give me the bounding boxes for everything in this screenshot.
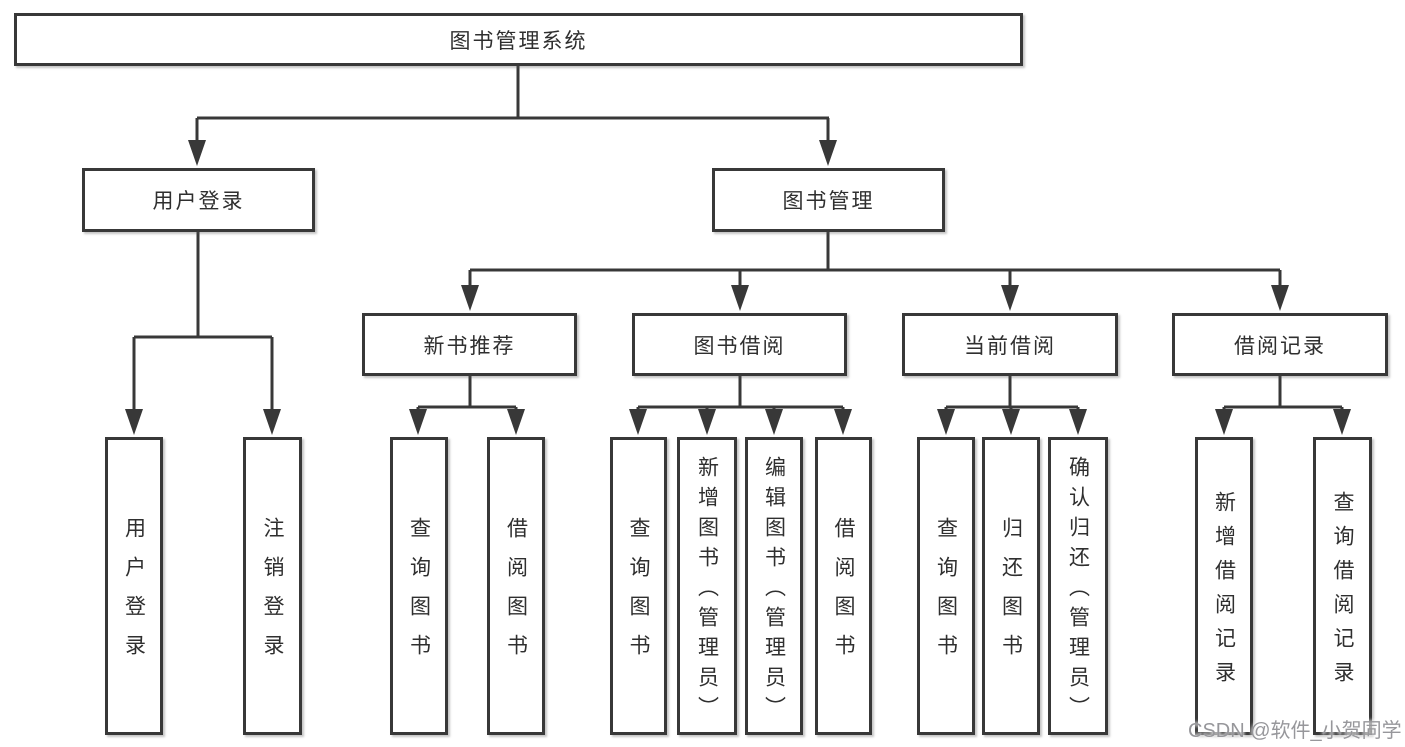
leaf-box-borrow-books-recommend: 借阅图书	[487, 437, 545, 735]
branch-box-current-borrow: 当前借阅	[902, 313, 1118, 376]
arrow-down-icon	[1001, 285, 1019, 311]
branch-label: 用户登录	[152, 190, 245, 213]
arrow-down-icon	[1215, 409, 1233, 435]
leaf-box-add-borrow-record: 新增借阅记录	[1195, 437, 1253, 735]
leaf-box-borrow-books: 借阅图书	[815, 437, 872, 735]
leaf-box-confirm-return-admin: 确认归还（管理员）	[1048, 437, 1108, 735]
arrow-down-icon	[263, 409, 281, 435]
arrow-down-icon	[819, 140, 837, 166]
connector-recommend-to-leaves	[409, 376, 525, 435]
root-label: 图书管理系统	[449, 29, 588, 53]
arrow-down-icon	[834, 409, 852, 435]
connector-root-to-level2	[188, 66, 837, 166]
branch-box-new-book-recommend: 新书推荐	[362, 313, 577, 376]
arrow-down-icon	[731, 285, 749, 311]
leaf-label: 新增图书（管理员）	[695, 455, 719, 726]
connector-borrow-to-leaves	[629, 376, 852, 435]
csdn-watermark: CSDN @软件_小贺同学	[1188, 720, 1402, 742]
leaf-label: 用户登录	[122, 517, 146, 673]
arrow-down-icon	[188, 140, 206, 166]
leaf-label: 归还图书	[999, 517, 1023, 673]
branch-label: 借阅记录	[1234, 334, 1326, 358]
arrow-down-icon	[125, 409, 143, 435]
root-box-system: 图书管理系统	[14, 13, 1023, 66]
branch-box-book-manage: 图书管理	[712, 168, 945, 232]
leaf-label: 查询图书	[627, 517, 650, 673]
leaf-label: 新增借阅记录	[1212, 490, 1236, 695]
arrow-down-icon	[409, 409, 427, 435]
leaf-box-add-books-admin: 新增图书（管理员）	[677, 437, 737, 735]
leaf-label: 确认归还（管理员）	[1066, 455, 1090, 726]
leaf-label: 查询借阅记录	[1331, 490, 1354, 695]
leaf-label: 查询图书	[407, 517, 431, 673]
leaf-box-query-books-recommend: 查询图书	[390, 437, 448, 735]
leaf-box-edit-books-admin: 编辑图书（管理员）	[745, 437, 803, 735]
branch-box-book-borrow: 图书借阅	[632, 313, 847, 376]
arrow-down-icon	[937, 409, 955, 435]
leaf-label: 编辑图书（管理员）	[762, 455, 786, 726]
connector-manage-to-level3	[461, 232, 1289, 311]
leaf-label: 注销登录	[261, 517, 284, 673]
arrow-down-icon	[765, 409, 783, 435]
branch-label: 图书借阅	[693, 334, 786, 358]
connector-current-to-leaves	[937, 376, 1087, 435]
branch-box-borrow-records: 借阅记录	[1172, 313, 1388, 376]
branch-box-user-login: 用户登录	[82, 168, 315, 232]
leaf-box-user-login: 用户登录	[105, 437, 163, 735]
leaf-label: 查询图书	[934, 517, 958, 673]
arrow-down-icon	[461, 285, 479, 311]
arrow-down-icon	[1002, 409, 1020, 435]
arrow-down-icon	[507, 409, 525, 435]
leaf-box-query-books-current: 查询图书	[917, 437, 975, 735]
leaf-box-return-books: 归还图书	[982, 437, 1040, 735]
arrow-down-icon	[1333, 409, 1351, 435]
branch-label: 新书推荐	[423, 334, 516, 358]
connector-login-to-leaves	[125, 232, 281, 435]
connector-records-to-leaves	[1215, 376, 1351, 435]
branch-label: 图书管理	[782, 190, 875, 213]
arrow-down-icon	[629, 409, 647, 435]
branch-label: 当前借阅	[964, 334, 1056, 358]
arrow-down-icon	[1271, 285, 1289, 311]
leaf-label: 借阅图书	[832, 517, 855, 673]
leaf-box-logout: 注销登录	[243, 437, 302, 735]
arrow-down-icon	[698, 409, 716, 435]
leaf-box-query-books-borrow: 查询图书	[610, 437, 667, 735]
arrow-down-icon	[1069, 409, 1087, 435]
leaf-box-query-borrow-record: 查询借阅记录	[1313, 437, 1372, 735]
leaf-label: 借阅图书	[504, 517, 528, 673]
